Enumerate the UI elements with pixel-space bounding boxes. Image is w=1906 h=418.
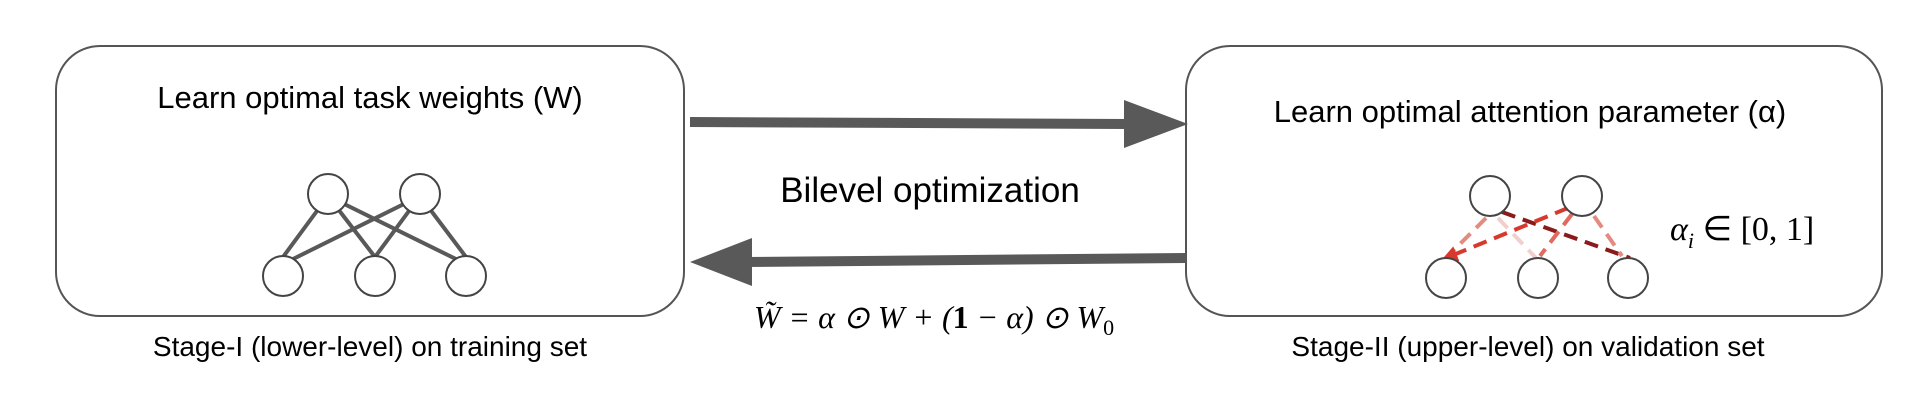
stage1-box: [55, 45, 685, 317]
alpha-range: ∈ [0, 1]: [1694, 211, 1814, 248]
stage2-panel: Learn optimal attention parameter (α) αi…: [1185, 45, 1883, 362]
stage2-edge-pale-pink: [1496, 216, 1538, 260]
stage1-node: [399, 173, 441, 215]
stage1-caption: Stage-I (lower-level) on training set: [153, 331, 587, 362]
stage2-box: [1185, 45, 1883, 317]
forward-arrow: [689, 100, 1188, 148]
formula-subscript: 0: [1103, 315, 1114, 340]
stage2-node: [1469, 175, 1511, 217]
stage2-network-edges: [1441, 206, 1631, 262]
stage2-title: Learn optimal attention parameter (α): [1274, 94, 1786, 129]
alpha-subscript: i: [1688, 228, 1694, 253]
forward-arrow-shaft: [689, 117, 1129, 129]
bilevel-optimization-label: Bilevel optimization: [780, 171, 1080, 210]
stage2-caption: Stage-II (upper-level) on validation set: [1291, 331, 1764, 362]
stage1-node: [445, 255, 487, 297]
stage1-title: Learn optimal task weights (W): [157, 80, 583, 115]
update-formula: W̃ = α ⊙ W + (1 − α) ⊙ W0: [754, 299, 1114, 340]
formula-eq: = α ⊙ W + (: [781, 299, 955, 335]
stage2-edge-dark-red: [1501, 210, 1631, 260]
formula-w-tilde: W̃: [754, 299, 784, 335]
forward-arrow-head: [1124, 100, 1188, 148]
stage2-node: [1607, 257, 1649, 299]
stage2-edge-salmon: [1592, 214, 1624, 258]
stage1-node: [354, 255, 396, 297]
stage1-node: [262, 255, 304, 297]
stage1-node: [307, 173, 349, 215]
formula-rest: − α) ⊙ W: [969, 299, 1107, 335]
stage2-node: [1561, 175, 1603, 217]
stage2-edge-red: [1538, 212, 1574, 258]
formula-bold-one: 1: [953, 299, 969, 335]
stage1-network-nodes: [262, 173, 487, 297]
backward-arrow-shaft: [745, 253, 1187, 267]
stage1-edge: [281, 194, 422, 266]
stage1-panel: Learn optimal task weights (W) Stage-I (…: [55, 45, 685, 362]
backward-arrow: [690, 238, 1187, 286]
backward-arrow-head: [690, 238, 752, 286]
stage2-node: [1425, 257, 1467, 299]
alpha-symbol: α: [1670, 211, 1689, 248]
alpha-range-label: αi ∈ [0, 1]: [1670, 211, 1814, 253]
stage2-network-nodes: [1425, 175, 1649, 299]
stage2-node: [1517, 257, 1559, 299]
